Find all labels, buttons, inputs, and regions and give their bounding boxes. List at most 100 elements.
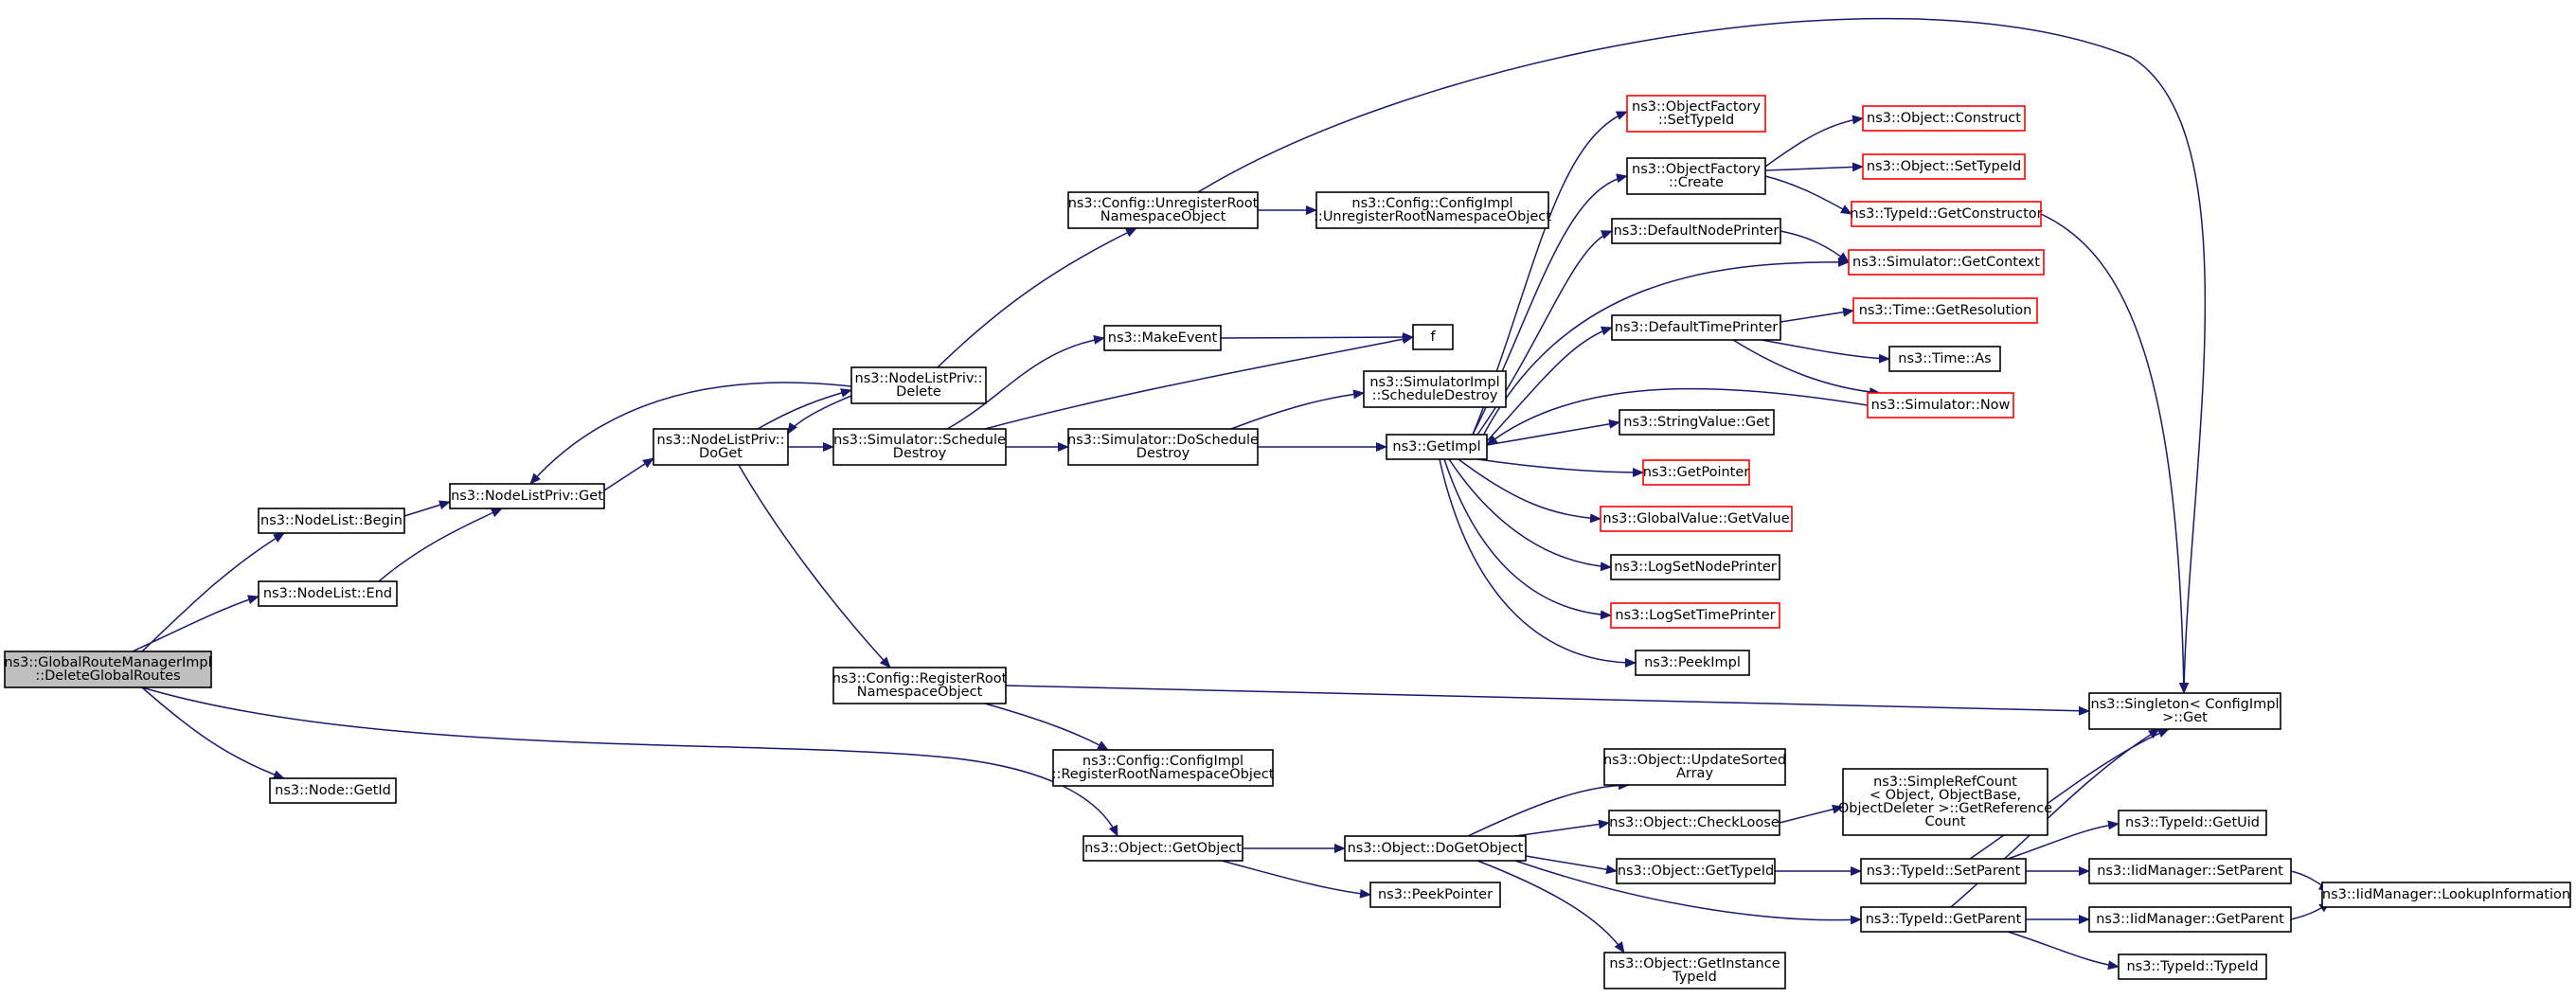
edge-typeid_getconstructor-to-singleton_get — [2040, 213, 2189, 694]
node-label-line: ::SetTypeId — [1658, 113, 1734, 128]
node-obj-gettypeid[interactable]: ns3::Object::GetTypeId — [1616, 858, 1776, 884]
node-box — [1862, 105, 2026, 132]
node-box — [1412, 324, 1454, 350]
node-node-getid[interactable]: ns3::Node::GetId — [269, 777, 397, 804]
node-cfg-unreg[interactable]: ns3::Config::UnregisterRootNamespaceObje… — [1067, 191, 1259, 229]
node-makeevent[interactable]: ns3::MakeEvent — [1103, 325, 1222, 351]
node-label-line: ::Create — [1669, 175, 1724, 190]
node-cfgimpl-reg[interactable]: ns3::Config::ConfigImpl::RegisterRootNam… — [1052, 749, 1275, 787]
node-defnodeprinter[interactable]: ns3::DefaultNodePrinter — [1611, 218, 1781, 244]
node-label-line: ns3::Object::UpdateSorted — [1603, 753, 1786, 768]
node-nlp-get[interactable]: ns3::NodeListPriv::Get — [449, 483, 605, 509]
node-box — [1369, 882, 1501, 908]
node-label-line: ns3::DefaultTimePrinter — [1615, 320, 1778, 335]
node-box — [1867, 392, 2014, 419]
node-obj-construct[interactable]: ns3::Object::Construct — [1862, 105, 2026, 132]
edge-typeid_setparent-to-typeid_getuid — [2007, 820, 2120, 860]
node-deftimeprinter[interactable]: ns3::DefaultTimePrinter — [1611, 314, 1781, 341]
node-label-line: ns3::NodeListPriv:: — [657, 433, 785, 448]
node-iidm-getparent[interactable]: ns3::IidManager::GetParent — [2088, 906, 2292, 933]
node-root[interactable]: ns3::GlobalRouteManagerImpl::DeleteGloba… — [4, 650, 212, 688]
edge-cfg_unreg-to-singleton_get — [1197, 17, 2207, 694]
edge-typeid_setparent-to-singleton_get — [1969, 728, 2170, 860]
node-label-line: ns3::Config::ConfigImpl — [1082, 754, 1243, 769]
node-getpointer[interactable]: ns3::GetPointer — [1642, 459, 1750, 486]
edge-obj_dogetobject-to-obj_getinstancetypeid — [1476, 860, 1625, 953]
edge-getimpl-to-logsettimeprinter — [1443, 458, 1612, 620]
node-box — [832, 667, 1007, 704]
node-box — [1642, 459, 1750, 486]
node-label-line: ns3::SimulatorImpl — [1369, 375, 1499, 390]
node-typeid-getparent[interactable]: ns3::TypeId::GetParent — [1860, 906, 2027, 933]
node-typeid-setparent[interactable]: ns3::TypeId::SetParent — [1860, 858, 2027, 884]
node-label-line: ns3::NodeListPriv:: — [855, 371, 983, 386]
node-simplerefcount[interactable]: ns3::SimpleRefCount< Object, ObjectBase,… — [1838, 768, 2052, 836]
node-box — [258, 508, 405, 534]
node-f[interactable]: f — [1412, 324, 1454, 350]
node-box — [1610, 554, 1780, 580]
node-label-line: ns3::Object::GetTypeId — [1618, 864, 1774, 879]
edge-root-to-nl_begin — [141, 532, 285, 652]
node-peekimpl[interactable]: ns3::PeekImpl — [1635, 650, 1750, 676]
node-logsettimeprinter[interactable]: ns3::LogSetTimePrinter — [1610, 602, 1780, 629]
node-box — [850, 366, 987, 404]
node-box — [1888, 346, 2001, 372]
node-typeid-getconstructor[interactable]: ns3::TypeId::GetConstructor — [1850, 201, 2043, 227]
node-of-settypeid[interactable]: ns3::ObjectFactory::SetTypeId — [1626, 95, 1766, 133]
node-of-create[interactable]: ns3::ObjectFactory::Create — [1626, 157, 1766, 195]
node-label-line: ns3::NodeList::Begin — [260, 513, 402, 528]
edge-getimpl-to-gv_getvalue — [1458, 458, 1601, 524]
node-box — [1608, 810, 1780, 836]
node-stringvalue-get[interactable]: ns3::StringValue::Get — [1619, 409, 1775, 436]
node-sim-schedule[interactable]: ns3::Simulator::ScheduleDestroy — [832, 428, 1007, 466]
node-gv-getvalue[interactable]: ns3::GlobalValue::GetValue — [1600, 506, 1793, 532]
node-obj-dogetobject[interactable]: ns3::Object::DoGetObject — [1344, 835, 1527, 862]
edge-obj_dogetobject-to-typeid_getparent — [1514, 860, 1862, 925]
node-label-line: ::DeleteGlobalRoutes — [35, 668, 180, 684]
node-cfgimpl-unreg[interactable]: ns3::Config::ConfigImpl::UnregisterRootN… — [1314, 191, 1551, 229]
node-time-as[interactable]: ns3::Time::As — [1888, 346, 2001, 372]
edge-nlp_doget-to-nlp_delete — [757, 388, 852, 430]
node-label-line: ns3::ObjectFactory — [1632, 99, 1761, 115]
node-label-line: ns3::TypeId::TypeId — [2126, 959, 2258, 974]
node-label-line: NamespaceObject — [1100, 209, 1226, 224]
node-singleton-get[interactable]: ns3::Singleton< ConfigImpl >::Get — [2088, 692, 2281, 730]
node-nlp-doget[interactable]: ns3::NodeListPriv::DoGet — [653, 428, 789, 466]
node-cfg-reg[interactable]: ns3::Config::RegisterRootNamespaceObject — [832, 667, 1008, 704]
node-nl-begin[interactable]: ns3::NodeList::Begin — [258, 508, 405, 534]
node-iidm-setparent[interactable]: ns3::IidManager::SetParent — [2088, 858, 2292, 884]
node-simimpl-schedule[interactable]: ns3::SimulatorImpl::ScheduleDestroy — [1363, 370, 1507, 408]
node-nlp-delete[interactable]: ns3::NodeListPriv::Delete — [850, 366, 987, 404]
node-sim-getcontext[interactable]: ns3::Simulator::GetContext — [1848, 249, 2045, 276]
node-label-line: ::ScheduleDestroy — [1372, 388, 1498, 403]
node-obj-checkloose[interactable]: ns3::Object::CheckLoose — [1608, 810, 1780, 836]
node-label-line: TypeId — [1672, 970, 1717, 985]
node-obj-settypeid[interactable]: ns3::Object::SetTypeId — [1862, 153, 2026, 180]
node-box — [653, 428, 789, 466]
node-obj-getobject[interactable]: ns3::Object::GetObject — [1082, 835, 1243, 862]
edge-getimpl-to-stringvalue_get — [1486, 419, 1620, 446]
node-time-getresolution[interactable]: ns3::Time::GetResolution — [1852, 297, 2038, 324]
edge-obj_getobject-to-peekpointer — [1221, 860, 1371, 899]
node-sim-now[interactable]: ns3::Simulator::Now — [1867, 392, 2014, 419]
node-typeid-getuid[interactable]: ns3::TypeId::GetUid — [2118, 810, 2267, 836]
node-box — [1610, 602, 1780, 629]
node-label-line: ns3::MakeEvent — [1108, 330, 1218, 346]
node-logsetnodeprinter[interactable]: ns3::LogSetNodePrinter — [1610, 554, 1780, 580]
edge-nl_end-to-nlp_get — [378, 508, 503, 582]
edge-of_create-to-obj_settypeid — [1764, 162, 1864, 172]
node-getimpl[interactable]: ns3::GetImpl — [1386, 434, 1488, 460]
edge-getimpl-to-logsetnodeprinter — [1448, 458, 1612, 572]
node-label-line: ns3::Simulator::Now — [1871, 398, 2011, 413]
node-label-line: Delete — [896, 384, 941, 400]
node-label-line: ns3::Object::DoGetObject — [1348, 841, 1524, 856]
node-typeid-typeid[interactable]: ns3::TypeId::TypeId — [2118, 953, 2267, 980]
node-nl-end[interactable]: ns3::NodeList::End — [258, 580, 398, 607]
node-iidm-lookup[interactable]: ns3::IidManager::LookupInformation — [2321, 882, 2571, 908]
edge-of_create-to-typeid_getconstructor — [1764, 175, 1852, 215]
node-peekpointer[interactable]: ns3::PeekPointer — [1369, 882, 1501, 908]
